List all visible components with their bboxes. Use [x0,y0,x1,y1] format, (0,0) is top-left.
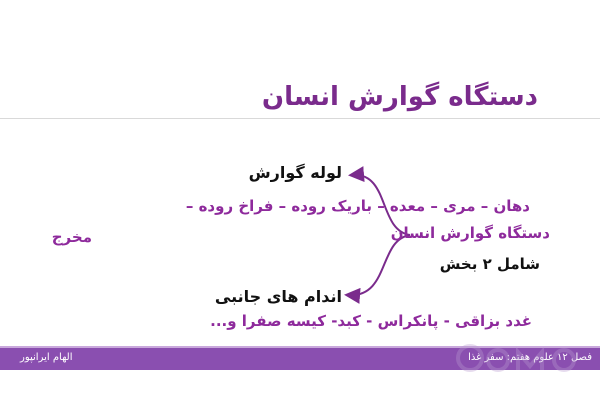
watermark-logo-icon [456,344,576,372]
accessory-organs-list: غدد بزاقی - پانکراس - کبد- کیسه صفرا و..… [210,312,532,330]
center-subtitle: شامل ۲ بخش [439,255,540,273]
digestive-tube-parts-line2: مخرج [51,228,92,246]
title-divider [0,118,600,119]
footer-chapter-text: فصل ۱۲ علوم هفتم: سفر غذا [468,352,592,363]
footer-author-text: الهام ایرانپور [20,352,73,363]
accessory-organs-label: اندام های جانبی [214,287,342,306]
arrow-to-bottom-branch [344,234,411,304]
arrow-to-top-branch [348,166,411,236]
footer-bar [0,348,600,370]
center-topic: دستگاه گوارش انسان [390,224,550,242]
digestive-tube-label: لوله گوارش [248,163,342,182]
branch-connector-arrows [344,166,411,304]
slide-title: دستگاه گوارش انسان [261,82,538,112]
footer-top-line [0,346,600,348]
digestive-tube-parts-line1: دهان – مری – معده – باریک روده – فراخ رو… [185,197,530,215]
